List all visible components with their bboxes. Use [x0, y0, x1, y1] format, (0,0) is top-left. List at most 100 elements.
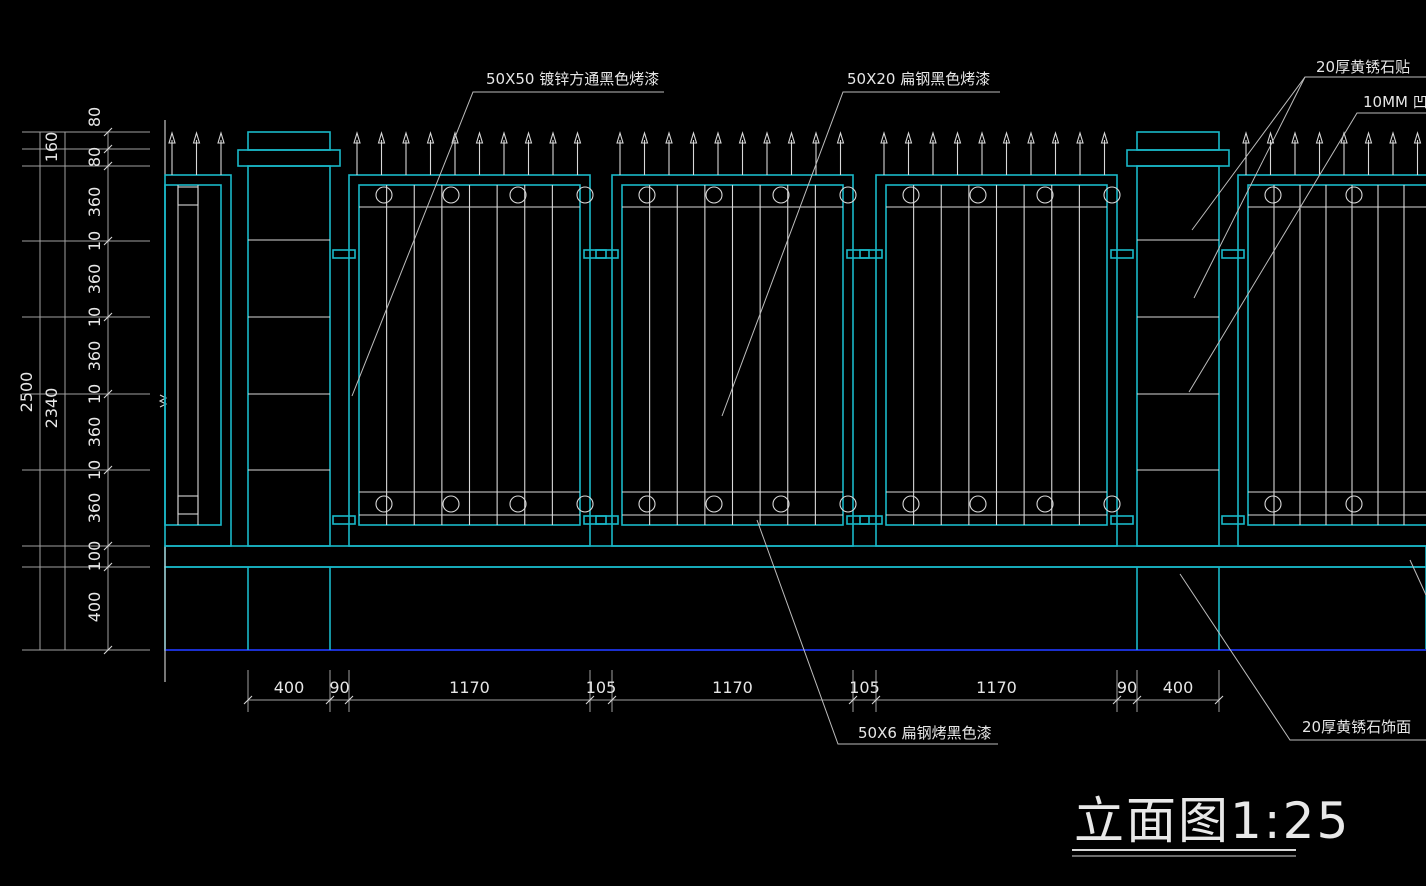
- panel-ring: [902, 495, 920, 513]
- dim-tick: [103, 465, 113, 475]
- pillar-left: [237, 131, 341, 650]
- panel-ring: [1264, 186, 1282, 204]
- leader-lines: [351, 76, 1426, 745]
- dim-width-label: 90: [1117, 678, 1137, 697]
- dim-tick: [103, 161, 113, 171]
- dim-tick: [871, 695, 881, 705]
- dim-tick: [103, 312, 113, 322]
- pillar-cap-top: [247, 131, 331, 151]
- spear-tip: [880, 131, 888, 144]
- panel-ring: [839, 186, 857, 204]
- panel-connector: [846, 515, 870, 525]
- panel-ring: [1036, 186, 1054, 204]
- fence-spears: [168, 131, 1422, 175]
- panel-ring: [576, 495, 594, 513]
- panel-connector: [595, 515, 619, 525]
- panel-ring: [375, 495, 393, 513]
- spear-tip: [573, 131, 582, 144]
- spear-tip: [836, 131, 845, 144]
- panel-frame: [611, 174, 854, 547]
- panel-ring: [638, 186, 656, 204]
- spear-tip: [402, 131, 410, 144]
- panel-ring: [969, 495, 987, 513]
- spear-tip: [1364, 131, 1373, 144]
- panel-ring: [638, 495, 656, 513]
- panel-ring: [839, 495, 857, 513]
- dim-tick: [1112, 695, 1122, 705]
- panel-1: [332, 174, 607, 547]
- spear-tip: [377, 131, 386, 144]
- spear-tip: [929, 131, 937, 144]
- panel-connector: [595, 249, 619, 259]
- spear-tip: [1413, 131, 1422, 144]
- panel-ring: [1264, 495, 1282, 513]
- pillar-right: [1126, 131, 1230, 650]
- dim-width-label: 105: [586, 678, 617, 697]
- note-flat-steel-top: 50X20 扁钢黑色烤漆: [847, 70, 990, 88]
- dim-fence-height: 2340: [42, 388, 61, 429]
- spear-tip: [451, 131, 459, 144]
- spear-tip: [689, 131, 698, 144]
- spear-tip: [1002, 131, 1011, 144]
- dim-tick: [103, 389, 113, 399]
- dim-segment-label: 10: [85, 460, 104, 480]
- panel-ring: [1103, 186, 1121, 204]
- panel-ring: [509, 186, 527, 204]
- panel-box: [177, 186, 199, 206]
- note-stone-cladding: 20厚黄锈石贴: [1316, 58, 1410, 76]
- spear-tip: [978, 131, 986, 144]
- panel-ring: [1103, 495, 1121, 513]
- dim-overall-height: 2500: [17, 372, 36, 413]
- pillar-body: [247, 165, 331, 547]
- panel-ring: [902, 186, 920, 204]
- panel-frame: [875, 174, 1118, 547]
- dim-tick: [848, 695, 858, 705]
- panel-inner-frame: [1247, 184, 1426, 526]
- dim-tick: [1132, 695, 1142, 705]
- dim-tick: [243, 695, 253, 705]
- dim-segment-label: 400: [85, 592, 104, 623]
- panel-ring: [969, 186, 987, 204]
- spear-tip: [787, 131, 796, 144]
- spear-tip: [475, 131, 484, 144]
- panel-partial-left: [164, 174, 232, 547]
- spear-tip: [616, 131, 624, 144]
- dim-tick: [344, 695, 354, 705]
- dim-tick: [103, 562, 113, 572]
- panel-4: [1221, 174, 1426, 547]
- panel-ring: [442, 186, 460, 204]
- spear-tip: [192, 131, 201, 144]
- spear-tip: [353, 131, 361, 144]
- dim-width-label: 1170: [449, 678, 490, 697]
- dim-segment-label: 80: [85, 107, 104, 127]
- break-symbol: [158, 394, 168, 408]
- dim-segment-label: 360: [85, 187, 104, 218]
- panel-ring: [705, 495, 723, 513]
- panel-connector: [583, 515, 607, 525]
- pillar-cap-top: [1136, 131, 1220, 151]
- dim-segment-label: 10: [85, 307, 104, 327]
- panel-connector: [1110, 515, 1134, 525]
- dim-tick: [1214, 695, 1224, 705]
- dim-tick: [585, 695, 595, 705]
- spear-tip: [640, 131, 649, 144]
- dim-tick: [607, 695, 617, 705]
- panel-connector: [859, 515, 883, 525]
- panel-ring: [772, 495, 790, 513]
- fence-structure: [164, 131, 1426, 650]
- dim-segment-label: 10: [85, 231, 104, 251]
- spear-tip: [904, 131, 913, 144]
- panel-ring: [705, 186, 723, 204]
- dim-segment-label: 360: [85, 493, 104, 524]
- dim-segment-label: 100: [85, 541, 104, 572]
- spear-tip: [168, 131, 176, 144]
- spear-tip: [763, 131, 771, 144]
- panel-ring: [772, 186, 790, 204]
- spear-tip: [1051, 131, 1060, 144]
- drawing-title: 立面图1:25: [1074, 792, 1350, 850]
- panel-connector: [332, 249, 356, 259]
- panel-ring: [1345, 186, 1363, 204]
- spear-tip: [1389, 131, 1397, 144]
